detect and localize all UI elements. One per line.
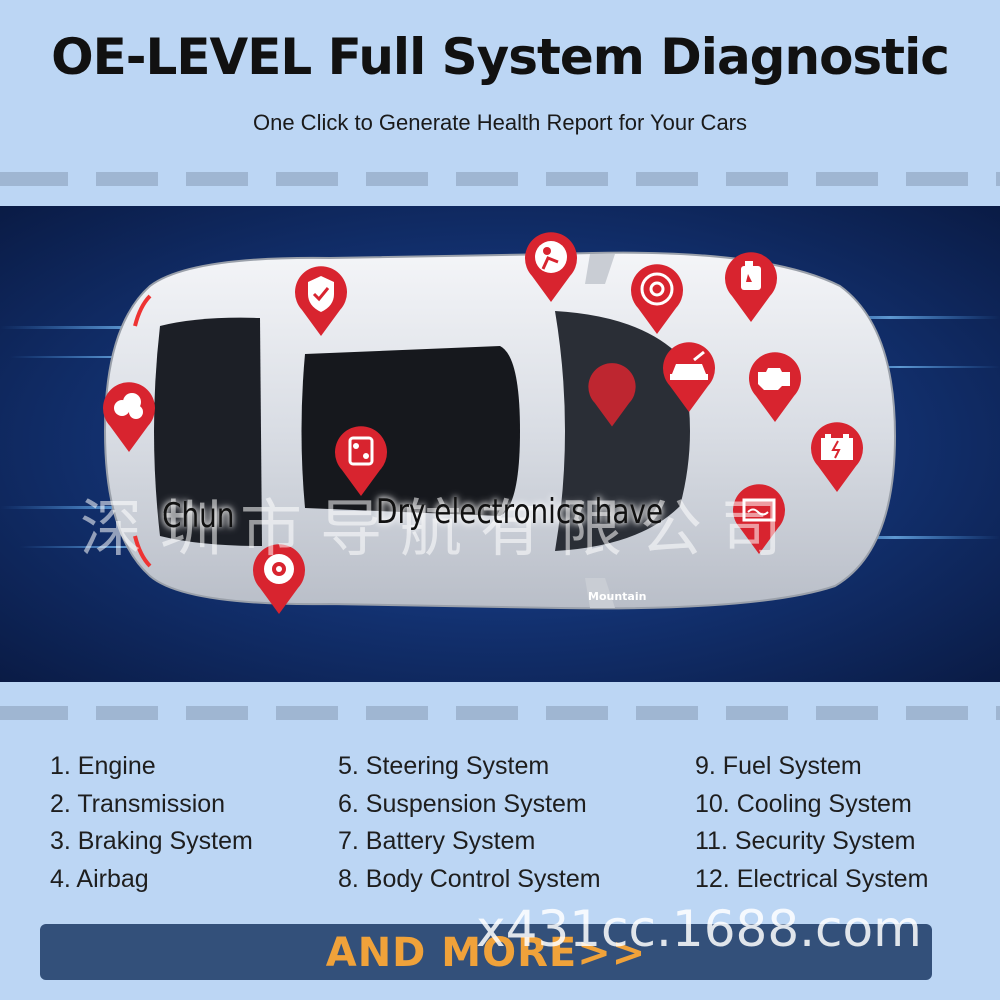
brake-disc-icon [253, 544, 305, 614]
shield-check-icon [295, 266, 347, 336]
watermark-url: x431cc.1688.com [476, 900, 922, 958]
system-item: 8. Body Control System [338, 864, 601, 893]
overlay-left-text: Chun [162, 496, 235, 536]
system-item: 1. Engine [50, 752, 156, 780]
system-item: 5. Steering System [338, 752, 550, 780]
systems-column-3: 9. Fuel System 10. Cooling System 11. Se… [695, 748, 928, 898]
system-item: 12. Electrical System [695, 864, 929, 893]
car-lift-icon [663, 342, 715, 412]
speed-streak [20, 546, 220, 548]
system-item: 6. Suspension System [338, 789, 587, 818]
car-rear-window [555, 311, 690, 551]
car-diagnostic-scene: Mountain 深圳市导航有限公司 Chun Dry electronics … [0, 206, 1000, 682]
system-item: 10. Cooling System [695, 789, 912, 818]
car-headlight [133, 535, 152, 568]
system-item: 3. Braking System [50, 827, 253, 855]
fuel-can-icon [725, 252, 777, 322]
smoke-icon [103, 382, 155, 452]
car-cabin [154, 317, 262, 546]
body-control-icon [588, 363, 636, 427]
battery-icon [811, 422, 863, 492]
divider-top [0, 172, 1000, 186]
watermark-chinese: 深圳市导航有限公司 [80, 492, 801, 565]
speed-streak [800, 366, 1000, 368]
system-item: 4. Airbag [50, 864, 149, 893]
car-headlight [133, 294, 152, 327]
engine-icon [749, 352, 801, 422]
steering-wheel-icon [631, 264, 683, 334]
airbag-icon [525, 232, 577, 302]
and-more-label: AND MORE>> [325, 930, 647, 976]
mountain-badge: Mountain [588, 590, 647, 603]
system-item: 11. Security System [695, 827, 916, 855]
cooling-icon [733, 484, 785, 554]
systems-column-1: 1. Engine 2. Transmission 3. Braking Sys… [50, 748, 253, 898]
divider-bottom [0, 706, 1000, 720]
system-item: 9. Fuel System [695, 752, 862, 780]
system-item: 2. Transmission [50, 789, 226, 818]
overlay-center-text: Dry electronics have [376, 492, 664, 532]
page-subtitle: One Click to Generate Health Report for … [252, 110, 748, 135]
car-mirror [585, 578, 615, 608]
and-more-button[interactable]: AND MORE>> [40, 924, 932, 980]
car-mirror [585, 254, 615, 284]
system-item: 7. Battery System [338, 827, 536, 855]
systems-column-2: 5. Steering System 6. Suspension System … [338, 748, 601, 898]
transmission-icon [335, 426, 387, 496]
car-illustration [0, 251, 1000, 610]
speed-streak [790, 536, 1000, 539]
speed-streak [780, 316, 1000, 319]
page-title: OE-LEVEL Full System Diagnostic [51, 28, 950, 86]
